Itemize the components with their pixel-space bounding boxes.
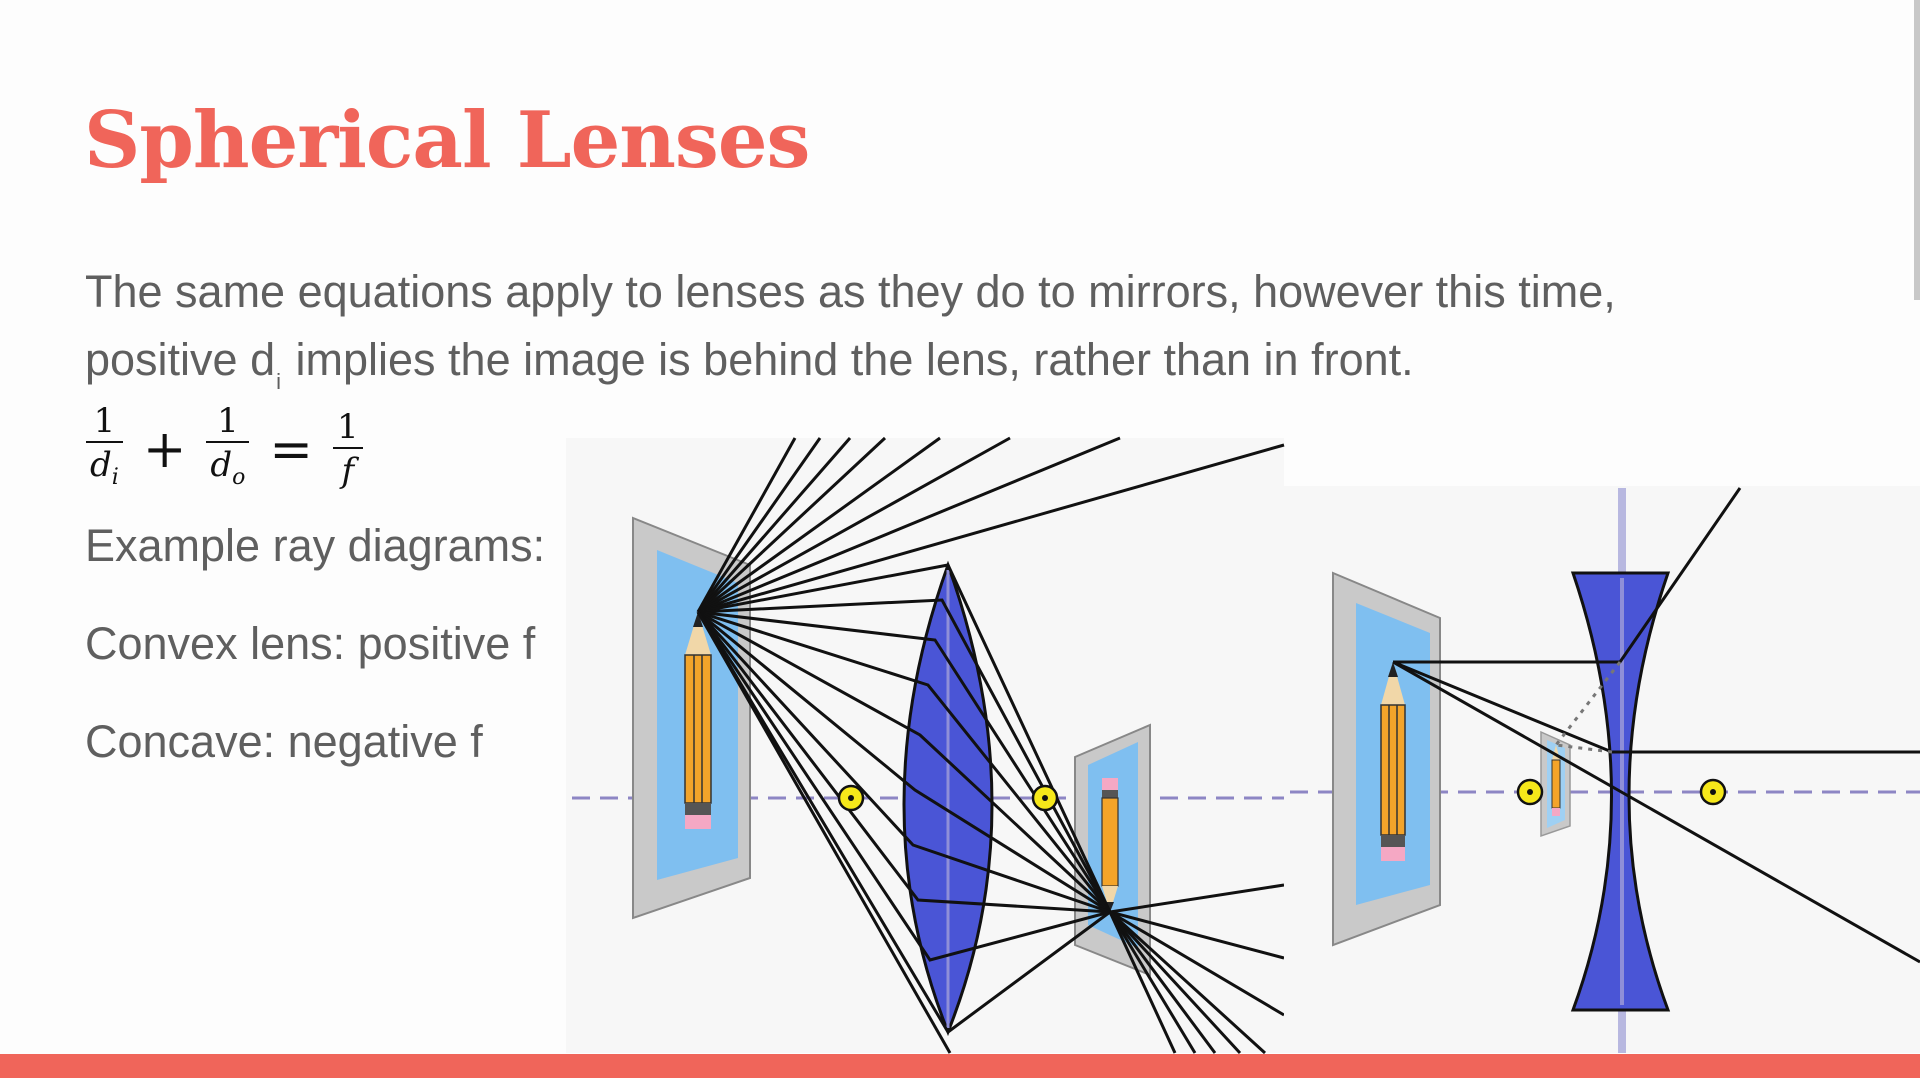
scrollbar[interactable] (1914, 0, 1920, 300)
equals-sign: = (269, 420, 313, 480)
concave-lens-diagram (1284, 486, 1920, 1053)
focal-point-icon (1699, 778, 1727, 806)
pencil-icon (684, 612, 712, 829)
paragraph-line-2: positive di implies the image is behind … (85, 326, 1705, 416)
fraction-bar (86, 440, 123, 443)
denominator: di (86, 443, 123, 500)
den-subscript: i (111, 464, 119, 490)
subscript-i: i (276, 369, 281, 394)
pencil-icon (1101, 778, 1119, 912)
denominator: do (206, 443, 249, 500)
fraction-one-over-f: 1 f (332, 407, 363, 493)
bullet-example-ray-diagrams: Example ray diagrams: (85, 520, 546, 571)
bullet-convex-lens: Convex lens: positive f (85, 618, 536, 669)
numerator: 1 (93, 400, 116, 441)
numerator: 1 (336, 407, 359, 447)
pencil-icon (1380, 662, 1406, 861)
bullet-concave: Concave: negative f (85, 716, 483, 767)
focal-point-icon (837, 784, 865, 812)
accent-bottom-bar (0, 1054, 1920, 1078)
paragraph-line-2-start: positive d (85, 334, 276, 385)
ray-fan-after-image (1108, 883, 1285, 1055)
den-subscript: o (232, 464, 246, 490)
thin-lens-equation: 1 di + 1 do = 1 f (80, 400, 369, 500)
paragraph-line-1: The same equations apply to lenses as th… (85, 266, 1616, 317)
intro-paragraph: The same equations apply to lenses as th… (85, 258, 1705, 416)
virtual-ray-extensions (1554, 661, 1622, 754)
ray-fan-upper (696, 436, 1285, 614)
fraction-one-over-di: 1 di (86, 401, 123, 500)
numerator: 1 (217, 400, 239, 441)
slide-title: Spherical Lenses (84, 95, 810, 186)
fraction-bar (332, 447, 363, 449)
den-symbol: d (90, 444, 112, 485)
fraction-bar (206, 440, 250, 443)
fraction-one-over-do: 1 do (206, 400, 250, 500)
focal-point-icon (1516, 778, 1544, 806)
denominator: f (341, 451, 355, 491)
den-symbol: d (210, 444, 233, 485)
focal-point-icon (1031, 784, 1059, 812)
convex-lens-diagram (566, 436, 1285, 1055)
ray-lower (696, 611, 952, 1054)
plus-sign: + (142, 420, 187, 480)
paragraph-line-2-end: implies the image is behind the lens, ra… (283, 334, 1414, 385)
